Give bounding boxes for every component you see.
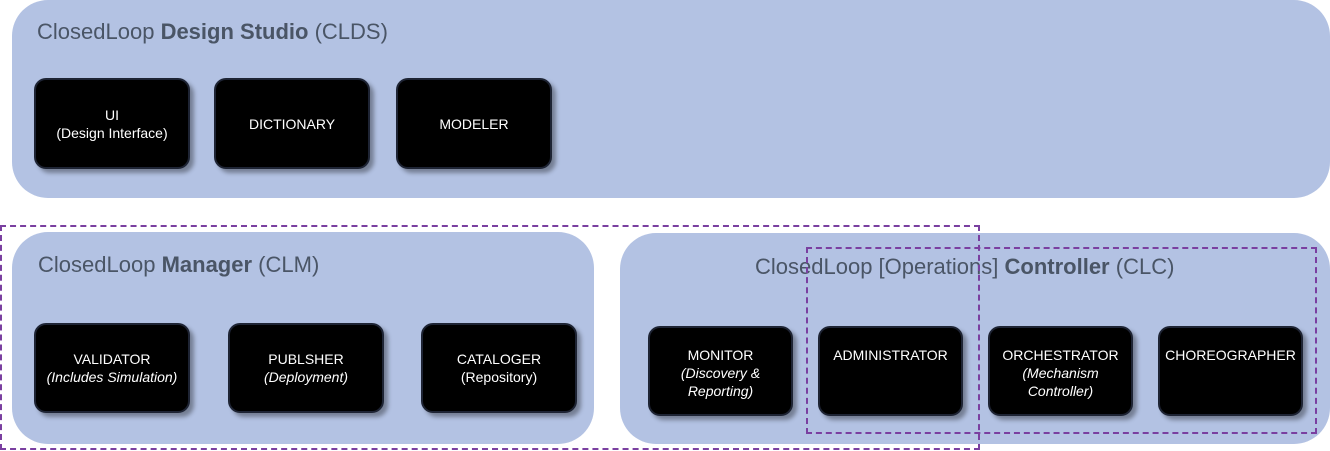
clm-title: ClosedLoop Manager (CLM) [38,252,320,277]
cataloger-box-label: CATALOGER [456,351,542,367]
clc-title: ClosedLoop [Operations] Controller (CLC) [755,254,1175,279]
ui-box-label: UI [105,106,119,123]
publisher-box: PUBLSHER (Deployment) [228,323,384,413]
validator-box-sub: (Includes Simulation) [46,369,178,385]
clc-group-dashed-outline [806,247,1317,434]
clds-panel: ClosedLoop Design Studio (CLDS) [12,0,1330,198]
administrator-box: ADMINISTRATOR [818,326,963,416]
publisher-box-label: PUBLSHER [268,351,344,367]
cataloger-box: CATALOGER (Repository) [421,323,577,413]
monitor-box-label: MONITOR [687,347,754,363]
administrator-box-label: ADMINISTRATOR [833,347,948,363]
publisher-box-sub: (Deployment) [263,369,349,385]
validator-box: VALIDATOR (Includes Simulation) [34,323,190,413]
orchestrator-box-sub: (Mechanism Controller) [1022,365,1099,399]
cataloger-box-sub: (Repository) [460,369,538,385]
dictionary-box: DICTIONARY [214,78,370,169]
clds-title: ClosedLoop Design Studio (CLDS) [37,19,388,44]
monitor-box: MONITOR (Discovery & Reporting) [648,326,793,416]
modeler-box: MODELER [396,78,552,169]
clm-group-dashed-outline [0,225,980,450]
monitor-box-sub: (Discovery & Reporting) [680,365,761,399]
ui-box: UI (Design Interface) [34,78,190,169]
choreographer-box: CHOREOGRAPHER [1158,326,1303,416]
orchestrator-box-label: ORCHESTRATOR [1002,347,1119,363]
choreographer-box-label: CHOREOGRAPHER [1165,347,1296,363]
validator-box-label: VALIDATOR [73,351,151,367]
orchestrator-box: ORCHESTRATOR (Mechanism Controller) [988,326,1133,416]
dictionary-box-label: DICTIONARY [248,115,336,132]
ui-box-sub: (Design Interface) [56,124,168,141]
modeler-box-label: MODELER [439,115,509,132]
